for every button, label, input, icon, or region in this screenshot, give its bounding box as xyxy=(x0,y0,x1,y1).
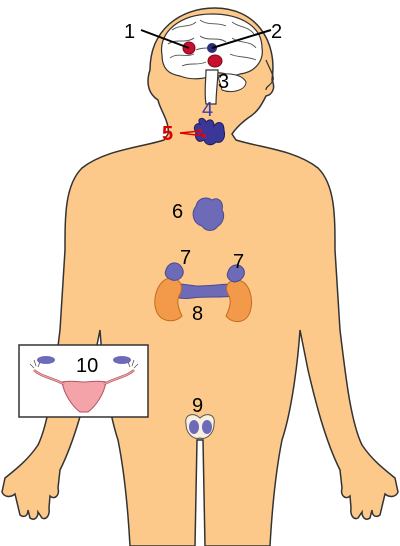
adrenal-gland-left xyxy=(164,262,184,281)
nose-profile xyxy=(265,59,274,91)
kidney-left xyxy=(154,277,183,322)
label-7-right: 7 xyxy=(233,251,244,273)
label-4: 4 xyxy=(202,99,213,121)
label-3: 3 xyxy=(218,71,229,93)
label-6: 6 xyxy=(172,201,183,223)
label-7-left: 7 xyxy=(180,247,191,269)
label-5: 5 xyxy=(162,123,173,145)
label-1: 1 xyxy=(124,21,135,43)
adrenal-gland-right xyxy=(226,264,245,283)
thymus-gland xyxy=(192,197,225,231)
label-2: 2 xyxy=(271,21,282,43)
label-10: 10 xyxy=(76,355,98,377)
label-9: 9 xyxy=(192,395,203,417)
testis-right xyxy=(202,420,212,434)
cerebellum xyxy=(217,73,247,93)
leader-line-5b xyxy=(179,132,205,137)
testis-left xyxy=(189,420,199,434)
fallopian-tubes-inner xyxy=(33,369,135,385)
ovary-right xyxy=(113,356,131,364)
leader-line-2 xyxy=(211,29,272,49)
leader-line-1 xyxy=(140,29,190,49)
ovary-left xyxy=(37,356,55,364)
pituitary-gland xyxy=(207,54,223,68)
thyroid-gland xyxy=(193,117,225,146)
kidney-right xyxy=(225,279,252,322)
body-silhouette xyxy=(1,7,399,546)
fimbriae xyxy=(29,359,139,369)
label-8: 8 xyxy=(192,303,203,325)
